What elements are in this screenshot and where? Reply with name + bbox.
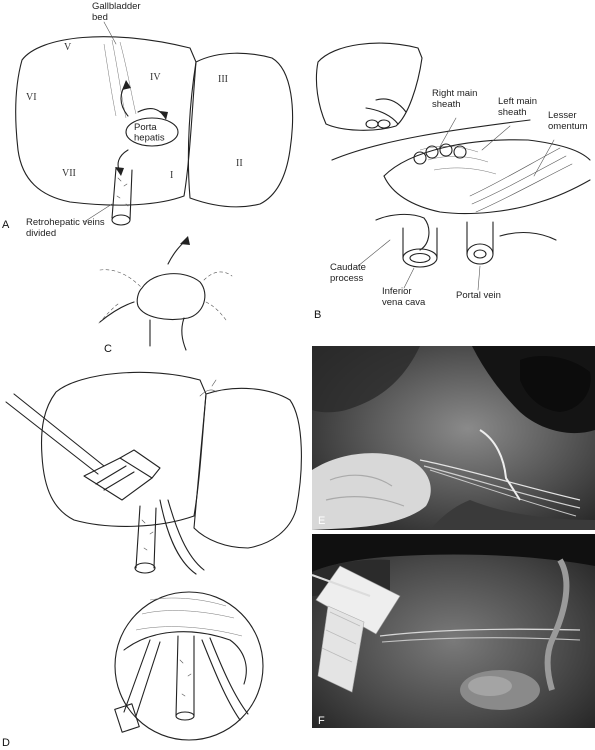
panel-e-photograph: E xyxy=(312,346,595,530)
segment-label: I xyxy=(170,170,173,181)
panel-b-hilum-drawing xyxy=(315,42,591,268)
arrow-head-icon xyxy=(160,111,168,120)
panel-letter-a: A xyxy=(2,219,10,231)
panel-letter-c: C xyxy=(104,343,112,355)
segment-label: II xyxy=(236,158,243,169)
segment-label: III xyxy=(218,74,228,85)
panel-d-stapler-drawing xyxy=(5,371,302,575)
panel-c-porta-inset: C xyxy=(97,236,233,355)
segment-label: IV xyxy=(150,72,161,83)
panel-letter-b: B xyxy=(314,309,321,321)
arrow-head-icon xyxy=(180,236,190,245)
segment-label: V xyxy=(64,42,72,53)
arrow-head-icon xyxy=(122,80,131,90)
panel-letter-e: E xyxy=(318,515,325,527)
panel-letter-f: F xyxy=(318,715,325,727)
panel-f-photograph: F xyxy=(311,534,595,728)
panel-d-inset-circle xyxy=(114,591,264,741)
panel-a-liver-drawing xyxy=(15,36,294,226)
label-portal-vein: Portal vein xyxy=(456,290,501,301)
panel-letter-d: D xyxy=(2,737,10,749)
segment-label: VII xyxy=(62,168,76,179)
porta-hepatis-outline xyxy=(125,117,179,147)
arrow-head-icon xyxy=(115,167,124,176)
segment-label: VI xyxy=(26,92,37,103)
